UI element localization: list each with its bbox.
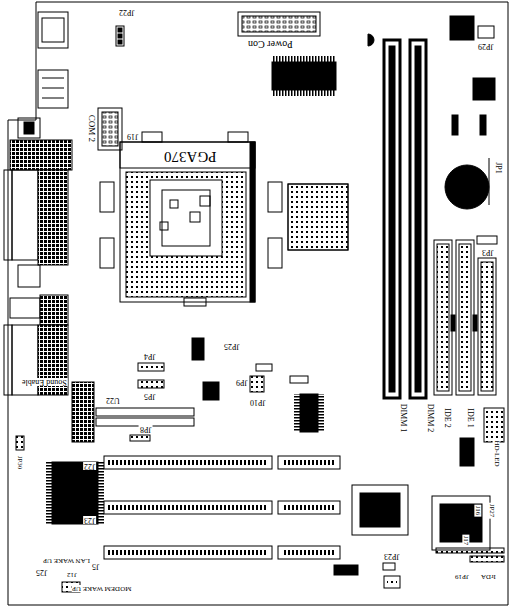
part-label: PGA370 [163, 149, 218, 164]
part-label: U22 [105, 396, 121, 404]
part-label: HD-LED [493, 439, 500, 467]
part-label: IrDA [480, 573, 497, 580]
part-label: JP19 [454, 573, 470, 580]
part-label: JP30 [17, 454, 24, 470]
part-label: JP25 [223, 342, 241, 350]
part-label: JP27 [489, 502, 496, 518]
part-label: J5 [91, 562, 100, 570]
part-label: IDE 1 [466, 407, 474, 428]
part-label: JP23 [383, 552, 401, 560]
part-label: JP10 [249, 398, 267, 406]
part-label: J23 [83, 516, 96, 524]
part-label: J17 [462, 534, 469, 546]
part-label: J19 [126, 132, 139, 140]
part-label: LAN WAKE UP [42, 557, 91, 564]
part-label: JP29 [477, 42, 495, 50]
part-label: J22 [83, 462, 96, 470]
part-label: DIMM 1 [399, 403, 407, 434]
part-label: MODEM WAKE UP [71, 585, 132, 592]
part-label: JP4 [143, 352, 157, 360]
part-label: J25 [35, 568, 48, 576]
part-label: DIMM 2 [426, 403, 434, 434]
part-label: J12 [66, 571, 78, 578]
part-label: Power Con [247, 39, 294, 49]
part-label: JP3 [481, 248, 495, 256]
part-label: IDE 2 [443, 407, 451, 428]
part-label: COM 2 [87, 113, 96, 142]
part-label: Sound Enable [21, 378, 68, 386]
part-label: JP1 [494, 161, 502, 175]
part-label: J16 [474, 504, 481, 516]
part-label: JP8 [139, 425, 153, 433]
part-label: JP22 [118, 8, 136, 16]
part-label: JP5 [143, 392, 157, 400]
part-label: JP9 [235, 378, 249, 386]
